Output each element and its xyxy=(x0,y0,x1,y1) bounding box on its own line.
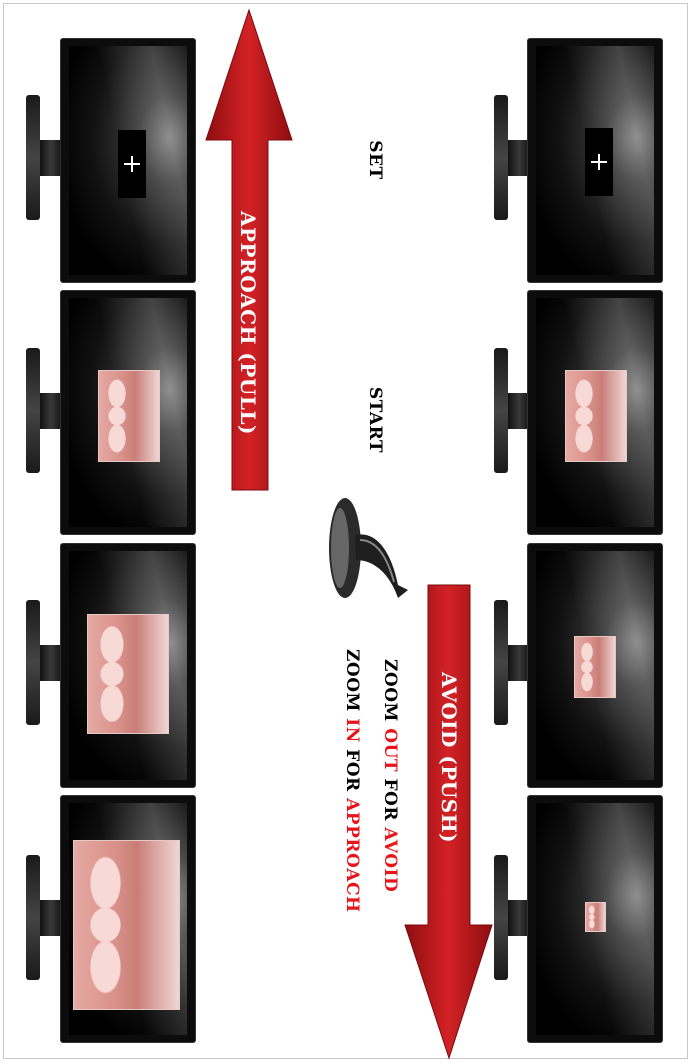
instruction-1-part1: ZOOM xyxy=(380,659,400,728)
hand-image-tiny xyxy=(585,902,606,932)
instruction-2-in: IN xyxy=(342,718,362,743)
instruction-line-2: ZOOM IN FOR APPROACH xyxy=(341,649,363,939)
instruction-1-avoid: AVOID xyxy=(380,827,400,892)
instruction-line-1: ZOOM OUT FOR AVOID xyxy=(379,659,401,929)
hand-image-medium xyxy=(87,614,169,734)
instruction-2-part2: FOR xyxy=(342,743,362,798)
instruction-1-part2: FOR xyxy=(380,772,400,827)
fixation-cross-icon xyxy=(118,130,146,198)
instruction-2-approach: APPROACH xyxy=(342,798,362,912)
hand-image-large xyxy=(73,840,180,1010)
hand-image-small xyxy=(98,370,160,462)
hand-image-small xyxy=(565,370,627,462)
fixation-cross-icon xyxy=(585,128,613,196)
instruction-2-part1: ZOOM xyxy=(342,649,362,718)
hand-image-smaller xyxy=(574,636,616,698)
instruction-1-out: OUT xyxy=(380,728,400,772)
